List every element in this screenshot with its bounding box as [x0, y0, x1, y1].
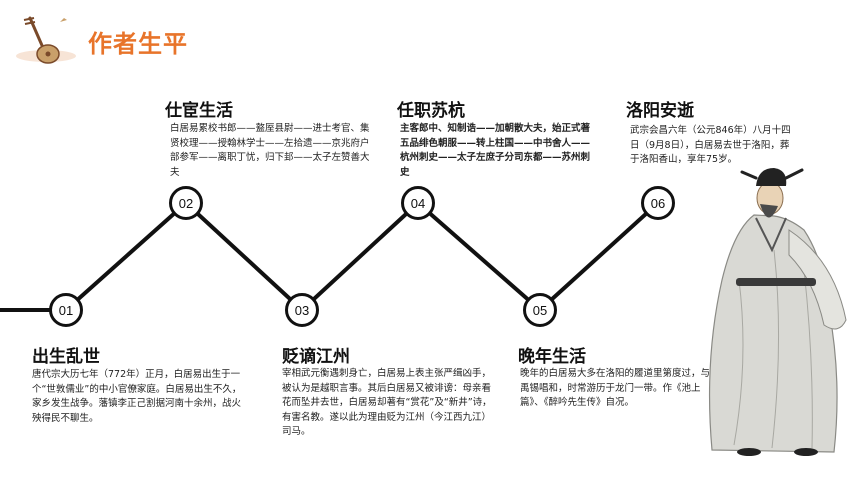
page-title: 作者生平 [88, 30, 188, 58]
timeline-node-06: 06 [641, 186, 675, 220]
stage-01-title: 出生乱世 [32, 347, 100, 367]
stage-05-title: 晚年生活 [518, 347, 586, 367]
stage-04-desc: 主客郎中、知制诰——加朝散大夫，始正式著五品绯色朝服——转上柱国——中书舍人——… [400, 123, 591, 178]
stage-05-desc: 晚年的白居易大多在洛阳的履道里第度过，与刘禹锡唱和，时常游历于龙门一带。作《池上… [520, 368, 720, 408]
stage-02-desc: 白居易累校书郎——盩厔县尉——进士考官、集贤校理——授翰林学士——左拾遗——京兆… [170, 123, 370, 178]
timeline-node-02: 02 [169, 186, 203, 220]
timeline-node-05: 05 [523, 293, 557, 327]
stage-03-desc: 宰相武元衡遇刺身亡，白居易上表主张严缉凶手，被认为是越职言事。其后白居易又被诽谤… [282, 368, 492, 437]
stage-03-title: 贬谪江州 [282, 347, 350, 367]
stage-06-desc: 武宗会昌六年（公元846年）八月十四日（9月8日），白居易去世于洛阳，葬于洛阳香… [630, 125, 791, 165]
stage-06-title: 洛阳安逝 [626, 101, 694, 121]
timeline-node-01: 01 [49, 293, 83, 327]
stage-02-title: 仕宦生活 [165, 101, 233, 121]
timeline-node-03: 03 [285, 293, 319, 327]
bai-juyi-portrait [708, 168, 847, 456]
stage-04-title: 任职苏杭 [397, 101, 465, 121]
timeline-node-04: 04 [401, 186, 435, 220]
stage-01-desc: 唐代宗大历七年（772年）正月，白居易出生于一个“世敦儒业”的中小官僚家庭。白居… [32, 369, 242, 424]
pipa-lute-icon [16, 16, 76, 64]
